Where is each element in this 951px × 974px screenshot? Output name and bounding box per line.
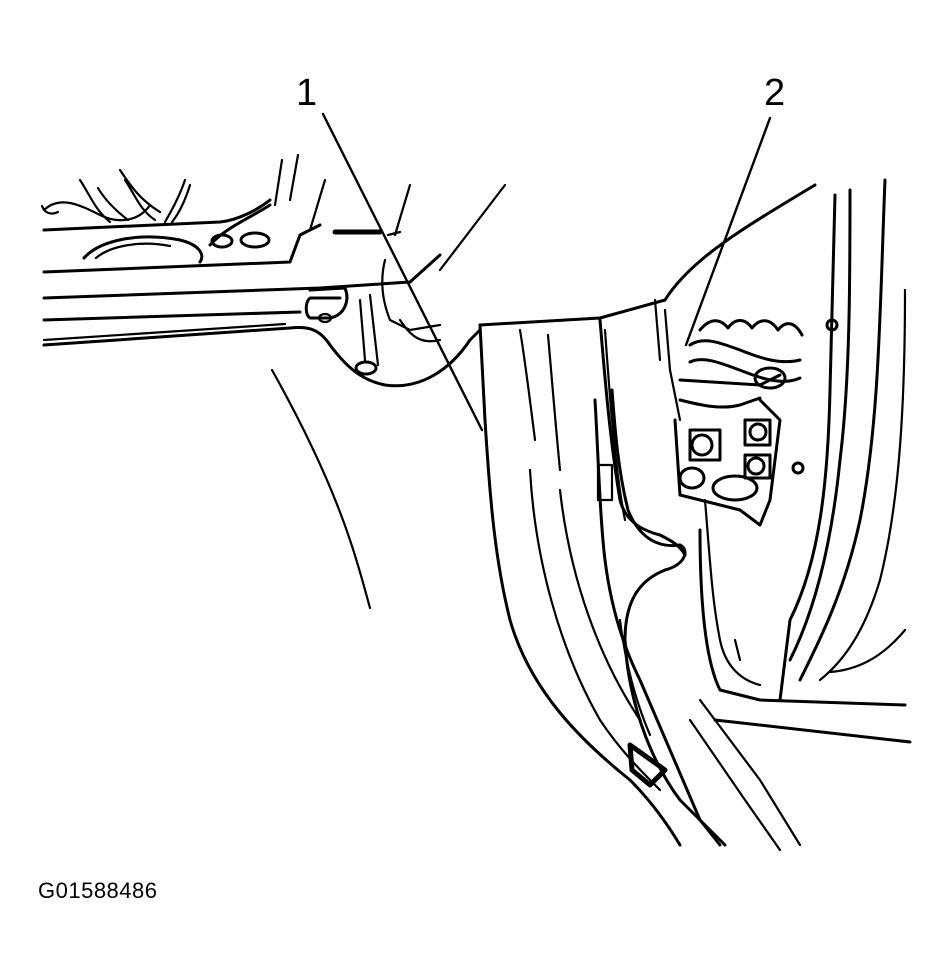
door-opening (663, 178, 912, 852)
upper-rail (42, 153, 507, 388)
callout-label-2: 2 (764, 72, 786, 114)
wiring-harness (40, 168, 192, 224)
leader-line-1 (321, 112, 484, 432)
hinge-pillar (478, 298, 727, 847)
callout-label-1: 1 (296, 72, 318, 114)
wheel-arch (270, 368, 372, 610)
leader-line-2 (684, 116, 772, 347)
door-hinge (653, 298, 804, 527)
figure-id-label: G01588486 (38, 878, 158, 903)
callout-leaders (321, 112, 772, 432)
